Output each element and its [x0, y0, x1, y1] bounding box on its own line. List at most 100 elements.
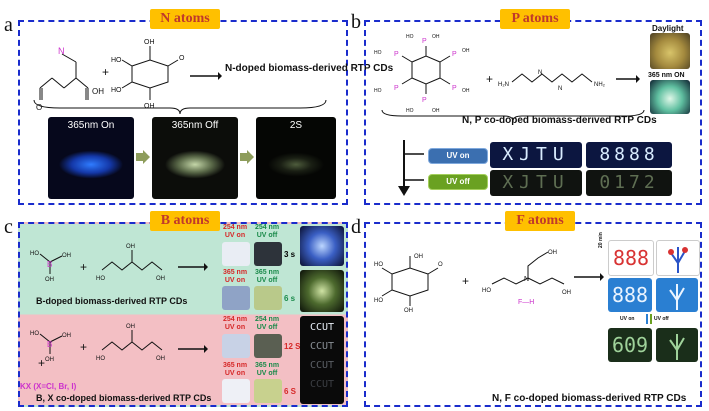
photo-c-row4-on — [222, 379, 250, 403]
svg-text:HO: HO — [374, 88, 382, 94]
svg-text:B: B — [47, 260, 52, 269]
digits-off-display: 0172 — [586, 170, 672, 196]
svg-text:OH: OH — [126, 324, 135, 330]
photo-c-row1-on — [222, 242, 250, 266]
time-label-row4: 6 S — [284, 387, 297, 396]
uv-off-button: UV off — [428, 174, 488, 190]
uv-off-label-row3: 254 nm UV off — [254, 316, 280, 331]
digits-on-display: 8888 — [586, 142, 672, 168]
photo-daylight — [650, 33, 690, 69]
plus-sign: + — [462, 274, 470, 288]
uv-off-label-row1: 254 nm UV off — [254, 224, 280, 239]
uv-on-label-row2: 365 nm UV on — [222, 269, 248, 284]
triethanolamine-structure: N OH HO OH F—H — [482, 250, 571, 306]
uv-on-label-row4: 365 nm UV on — [222, 362, 248, 377]
svg-text:N: N — [538, 70, 542, 76]
uv-on-button: UV on — [428, 148, 488, 164]
panel-c-letter: c — [4, 216, 13, 238]
arrow-right-icon — [136, 150, 150, 164]
time-label-row1: 3 s — [284, 250, 296, 259]
svg-text:OH: OH — [548, 250, 557, 256]
glucose-structure — [121, 46, 179, 100]
arrow-right-icon — [178, 345, 208, 353]
hf-label: F—H — [518, 299, 534, 306]
svg-text:B: B — [47, 340, 52, 349]
svg-text:P: P — [394, 51, 399, 58]
uv-off-label-row4: 365 nm UV off — [254, 362, 280, 377]
svg-text:P: P — [394, 85, 399, 92]
panel-a-caption: N-doped biomass-derived RTP CDs — [225, 63, 394, 74]
plus-sign: + — [102, 65, 109, 79]
svg-text:HO: HO — [111, 87, 122, 94]
photo-c-row4-off — [254, 379, 282, 403]
amino-oh-label: OH — [92, 87, 104, 96]
svg-text:HO: HO — [406, 34, 414, 40]
arrow-right-icon — [574, 273, 604, 281]
svg-text:HO: HO — [111, 57, 122, 64]
uv-off-label-row2: 365 nm UV off — [254, 269, 280, 284]
amino-n-label: N — [58, 46, 65, 56]
svg-text:HO: HO — [96, 276, 105, 282]
svg-text:OH: OH — [62, 333, 71, 339]
uv-off-label-d: UV off — [654, 316, 669, 322]
panel-c-tag: B atoms — [150, 211, 220, 231]
photo-c-row3-on — [222, 334, 250, 358]
svg-text:HO: HO — [374, 262, 383, 268]
time-label-row2: 6 s — [284, 294, 296, 303]
svg-text:H₂N: H₂N — [498, 82, 509, 88]
svg-text:N: N — [524, 276, 529, 283]
svg-text:HO: HO — [374, 298, 383, 304]
tree-photo-1 — [656, 240, 700, 276]
panel-d-letter: d — [351, 216, 361, 238]
svg-text:OH: OH — [156, 356, 165, 362]
svg-text:OH: OH — [45, 277, 54, 282]
uv-on-label-row3: 254 nm UV on — [222, 316, 248, 331]
svg-text:HO: HO — [30, 251, 39, 257]
photo-365nm-on-b — [650, 80, 690, 114]
svg-text:OH: OH — [144, 39, 155, 46]
panel-a-letter: a — [4, 14, 13, 36]
panel-a-brace — [33, 99, 327, 115]
digit-display-2: 888 — [608, 278, 652, 312]
salt-label: KX (X=Cl, Br, I) — [20, 382, 77, 391]
photo-ccut-stack: CCUT CCUT CCUT CCUT — [300, 316, 344, 404]
svg-text:P: P — [422, 38, 427, 45]
photo-c-row3-off — [254, 334, 282, 358]
photo-c-row1-off — [254, 242, 282, 266]
svg-text:OH: OH — [414, 254, 423, 260]
svg-text:NH₂: NH₂ — [594, 82, 606, 88]
svg-text:OH: OH — [126, 244, 135, 250]
svg-text:OH: OH — [462, 88, 470, 94]
uv-on-label-row1: 254 nm UV on — [222, 224, 248, 239]
arrow-right-icon — [616, 75, 640, 83]
arrow-right-icon — [178, 263, 208, 271]
xjtu-on-display: XJTU — [490, 142, 582, 168]
svg-text:O: O — [438, 262, 443, 268]
arrow-right-icon — [240, 150, 254, 164]
svg-text:OH: OH — [144, 103, 155, 110]
plus-sign: + — [486, 72, 494, 86]
svg-text:HO: HO — [96, 356, 105, 362]
svg-text:HO: HO — [482, 288, 491, 294]
panel-d-caption: N, F co-doped biomass-derived RTP CDs — [492, 393, 687, 404]
svg-text:HO: HO — [30, 331, 39, 337]
svg-text:N: N — [558, 86, 562, 92]
uv-on-365-label: 365 nm ON — [648, 72, 685, 79]
photo-365nm-off: 365nm Off — [152, 117, 238, 199]
digit-display-3: 609 — [608, 328, 652, 362]
svg-text:OH: OH — [562, 290, 571, 296]
plus-sign: + — [80, 260, 88, 274]
photo-c-flower-rtp — [300, 270, 344, 312]
down-arrow-icon — [398, 140, 424, 196]
svg-text:OH: OH — [462, 48, 470, 54]
tree-photo-3 — [656, 328, 698, 362]
panel-b-letter: b — [351, 11, 361, 33]
svg-text:O: O — [179, 55, 185, 62]
panel-b-brace — [381, 109, 645, 122]
citric-acid-structure-2: OH HO OH — [96, 324, 165, 362]
panel-a-molecules: N OH O + OH O HO HO OH — [36, 39, 222, 112]
panel-b-caption: N, P co-doped biomass-derived RTP CDs — [462, 115, 657, 126]
